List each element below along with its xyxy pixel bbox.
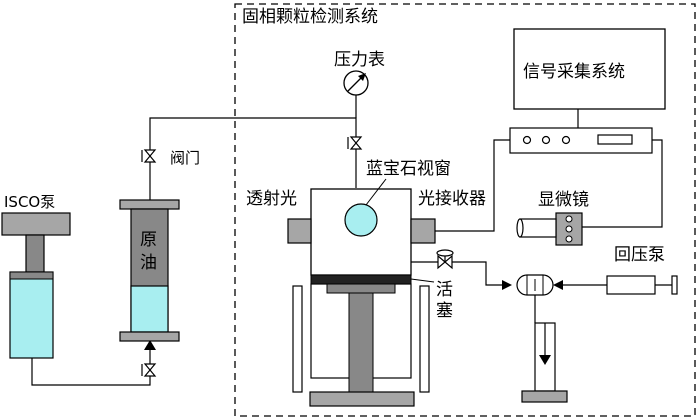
crude-oil-cylinder: 原 油	[119, 199, 180, 342]
microscope-signal-line	[582, 139, 663, 228]
piston-rod	[348, 292, 374, 393]
pressure-gauge-label: 压力表	[334, 50, 385, 70]
isco-outlet-line	[31, 338, 151, 386]
isco-pump-label: ISCO泵	[4, 193, 55, 211]
microscope-tube	[519, 218, 557, 238]
microscope-label: 显微镜	[538, 190, 589, 210]
transmitter-label: 透射光	[246, 189, 297, 209]
oil-top-cap	[119, 199, 180, 210]
right-support	[419, 285, 430, 393]
receiver-signal-line	[435, 139, 510, 232]
outlet-arrow-icon	[502, 280, 512, 290]
daq-knob-3	[561, 135, 571, 145]
daq-knob-1	[522, 135, 532, 145]
piston-plate	[310, 274, 412, 285]
oil-fluid	[130, 285, 169, 333]
pressure-gauge-icon	[343, 70, 369, 96]
data-acquisition-unit	[509, 127, 653, 154]
isco-pump: ISCO泵	[1, 193, 71, 359]
isco-cylinder	[9, 271, 54, 359]
collection-vessel	[521, 322, 568, 403]
light-transmitter	[287, 218, 312, 244]
return-arrow-icon	[553, 280, 563, 290]
system-title: 固相颗粒检测系统	[242, 7, 378, 27]
cell-outlet-valve-icon	[436, 249, 454, 270]
sapphire-window-label: 蓝宝石视窗	[366, 159, 451, 179]
light-receiver	[410, 218, 436, 244]
oil-bottom-cap	[119, 331, 180, 342]
inlet-valve-icon	[141, 149, 157, 163]
cell-inlet-valve-icon	[347, 136, 363, 150]
receiver-label: 光接收器	[418, 189, 486, 209]
collector-arrow-icon	[539, 355, 551, 365]
piston-label-1: 活	[436, 280, 453, 300]
crude-oil-label-1: 原	[140, 230, 157, 250]
isco-rod	[25, 234, 45, 273]
sapphire-window	[344, 203, 378, 237]
piston-top-plate	[326, 283, 396, 294]
valve-label: 阀门	[170, 149, 200, 167]
microscope-icon	[516, 212, 583, 246]
isco-top-plate	[1, 212, 71, 236]
separator-valve	[516, 274, 554, 296]
daq-display	[597, 134, 633, 145]
sapphire-leader-line	[365, 178, 387, 206]
cell-outlet-line	[411, 261, 505, 286]
back-pressure-pump-label: 回压泵	[614, 245, 665, 265]
piston-leader-line	[410, 278, 435, 283]
cell-base-plate	[309, 391, 415, 407]
daq-knob-2	[541, 135, 551, 145]
inlet-arrow-icon	[144, 340, 156, 350]
back-pressure-pump	[606, 275, 678, 295]
crude-oil-label-2: 油	[140, 253, 157, 273]
collector-base	[521, 390, 568, 403]
piston-label-2: 塞	[436, 301, 453, 321]
signal-system-label: 信号采集系统	[523, 62, 625, 82]
bottom-valve-icon	[141, 363, 157, 377]
bp-pump-handle	[671, 275, 678, 295]
left-support	[292, 285, 303, 393]
detection-cell	[287, 188, 436, 407]
signal-system-box	[513, 28, 666, 110]
isco-piston-band	[9, 271, 54, 280]
bp-pump-body	[606, 275, 656, 295]
detection-system-boundary	[234, 3, 696, 417]
